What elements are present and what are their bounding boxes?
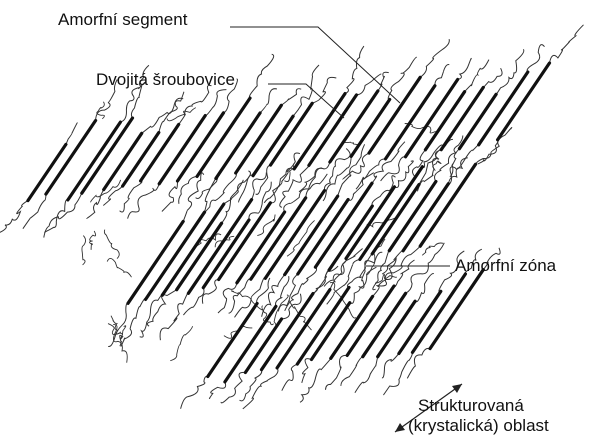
amorphous-chain — [372, 142, 405, 184]
amorphous-chain — [160, 293, 188, 341]
amorphous-chain — [276, 276, 289, 306]
amorphous-chain — [103, 186, 122, 205]
amorphous-chain — [183, 288, 204, 315]
amorphous-chain — [170, 326, 192, 361]
amorphous-chain — [476, 127, 512, 164]
double-helix-segment — [498, 63, 550, 140]
amorphous-chain — [302, 359, 312, 383]
amorphous-chain — [344, 141, 358, 146]
amorphous-chain — [343, 153, 369, 179]
amorphous-chain — [90, 231, 96, 250]
double-helix-segment — [298, 200, 348, 275]
amorphous-chain — [0, 201, 28, 234]
amorphous-chain — [23, 194, 46, 229]
label-double-helix: Dvojitá šroubovice — [96, 70, 235, 90]
double-helix-segment — [413, 274, 466, 352]
amorphous-chain — [382, 354, 399, 378]
double-helix-segment — [309, 95, 357, 165]
amorphous-chain — [179, 85, 212, 124]
label-amorphous-zone: Amorfní zóna — [455, 256, 556, 276]
double-helix-segment — [420, 164, 475, 246]
amorphous-chain — [496, 49, 524, 95]
amorphous-chain — [345, 46, 364, 94]
amorphous-chain — [381, 157, 406, 181]
double-helix-segment — [351, 99, 390, 156]
double-helix-segment — [68, 122, 121, 200]
amorphous-chain — [240, 370, 262, 401]
amorphous-chain — [312, 77, 336, 103]
label-leader-lines — [230, 27, 462, 432]
amorphous-chain — [260, 89, 277, 113]
amorphous-chain — [209, 382, 225, 399]
amorphous-chain — [104, 230, 119, 259]
amorphous-chain — [281, 89, 301, 106]
amorphous-chain — [300, 358, 331, 402]
amorphous-chain — [293, 65, 319, 116]
amorphous-chain — [483, 68, 502, 87]
label-amorphous-segment: Amorfní segment — [58, 10, 187, 30]
amorphous-chain — [282, 364, 298, 391]
double-helix-segment — [459, 94, 496, 148]
amorphous-chain — [388, 57, 417, 99]
double-helix-segment — [104, 133, 142, 189]
double-helix-segment — [146, 212, 205, 299]
amorphous-chain — [107, 258, 131, 277]
double-helix-segment — [430, 270, 483, 349]
label-structured-region-line2: (krystalická) oblast — [408, 416, 549, 436]
double-helix-segment — [237, 212, 285, 283]
amorphous-chain — [273, 295, 288, 330]
double-helices — [28, 63, 550, 382]
amorphous-chain — [44, 193, 82, 237]
amorphous-chain — [66, 123, 78, 145]
label-structured-region-line1: Strukturovaná — [418, 396, 524, 416]
double-helix-segment — [369, 77, 420, 153]
amorphous-chain — [458, 58, 472, 79]
amorphous-chain — [82, 236, 86, 265]
amorphous-chain — [341, 357, 363, 386]
double-helix-segment — [346, 187, 394, 259]
double-helix-segment — [253, 116, 293, 176]
amorphous-chain — [384, 352, 413, 394]
amorphous-chain — [435, 64, 449, 85]
amorphous-chain — [222, 171, 251, 223]
double-helix-segment — [251, 198, 306, 279]
amorphous-chain — [205, 174, 220, 212]
amorphous-chain — [415, 274, 434, 302]
amorphous-chain — [218, 283, 237, 313]
double-helix-segment — [225, 306, 276, 382]
amorphous-chain — [420, 39, 449, 77]
amorphous-chain — [306, 174, 328, 198]
amorphous-chain — [113, 325, 127, 363]
arrow-head-icon — [395, 423, 405, 432]
amorphous-chain — [167, 108, 196, 121]
amorphous-chain — [181, 376, 208, 408]
amorphous-chain — [285, 267, 317, 311]
amorphous-chain — [239, 175, 253, 202]
arrow-head-icon — [452, 384, 462, 393]
amorphous-chain — [550, 25, 584, 63]
amorphous-chain — [87, 190, 104, 219]
amorphous-chain — [527, 45, 544, 72]
amorphous-chain — [162, 181, 178, 212]
amorphous-chain — [407, 348, 430, 378]
